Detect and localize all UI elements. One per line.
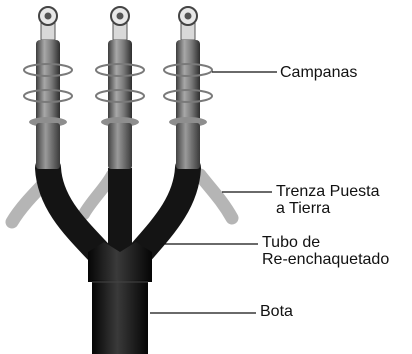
label-trenza-puesta-a-tierra: Trenza Puesta a Tierra (276, 183, 379, 217)
phase-right (164, 7, 212, 169)
label-trenza-line1: Trenza Puesta (276, 183, 379, 200)
label-bota: Bota (260, 303, 293, 320)
breakout-boot (88, 242, 152, 354)
phase-left (24, 7, 72, 169)
label-trenza-line2: a Tierra (276, 200, 379, 217)
label-campanas: Campanas (280, 64, 357, 81)
sleeve (36, 123, 60, 169)
boot-body (92, 280, 148, 354)
core-left (48, 168, 104, 258)
label-tubo-line2: Re-enchaquetado (262, 251, 389, 268)
label-tubo-line1: Tubo de (262, 234, 389, 251)
ground-braid-middle (84, 175, 112, 214)
phase-middle (96, 7, 144, 169)
ground-braid-right (200, 175, 232, 218)
insulator-body (36, 40, 60, 122)
label-tubo-de-re-enchaquetado: Tubo de Re-enchaquetado (262, 234, 389, 268)
